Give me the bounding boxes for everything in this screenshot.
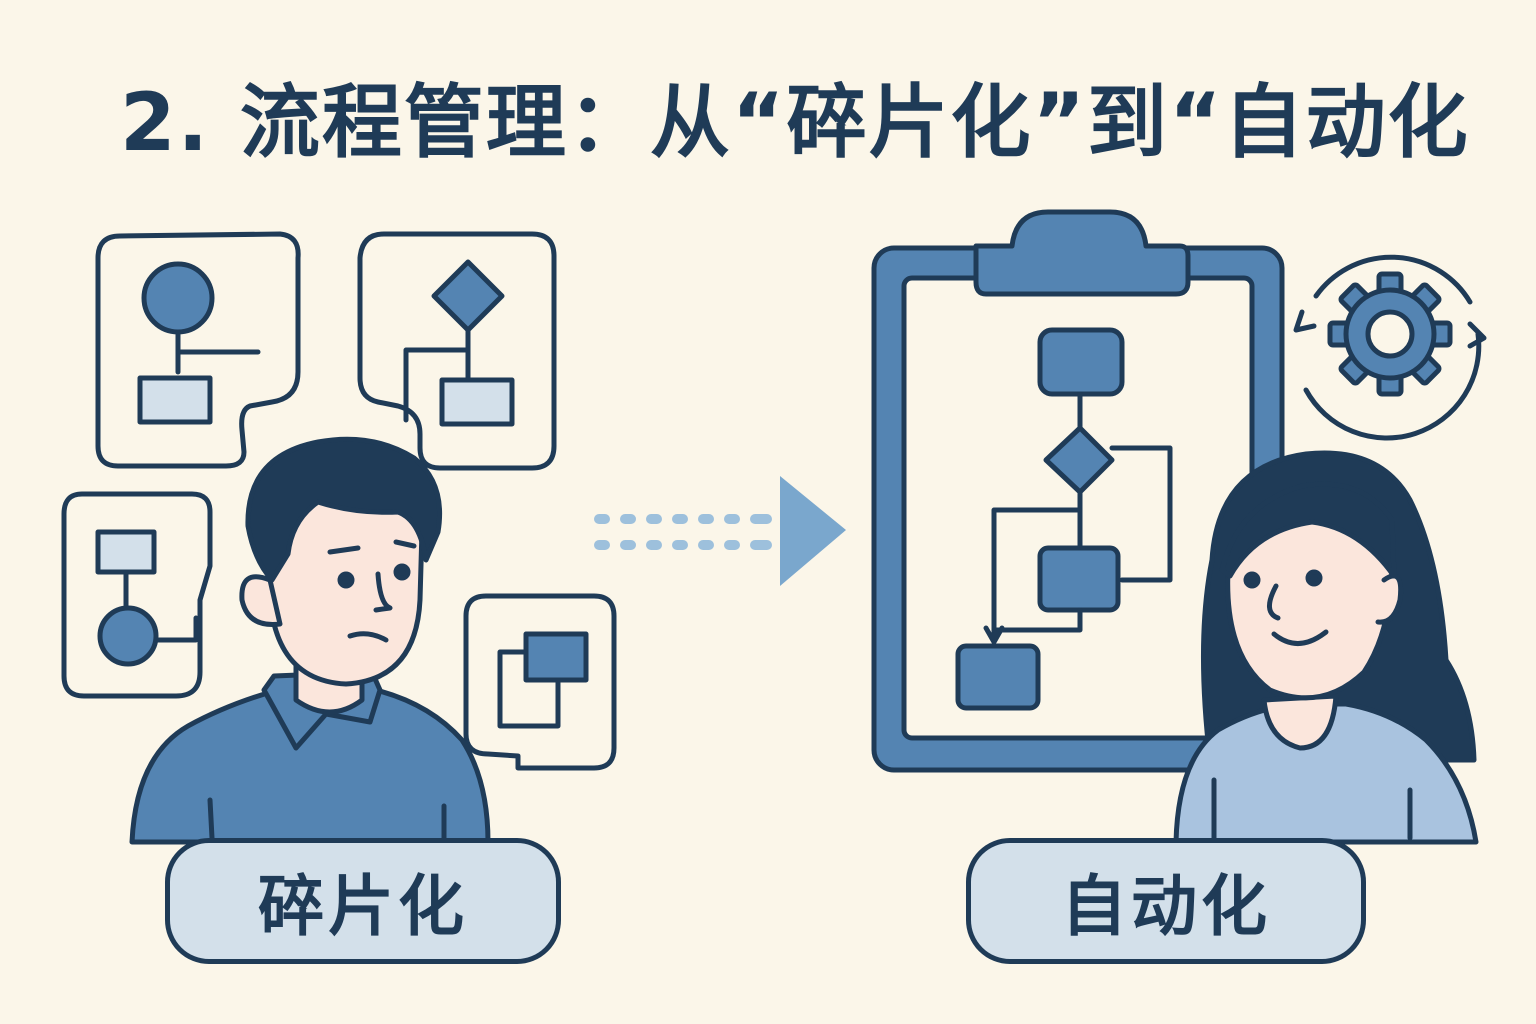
gear-cycle-icon (1293, 254, 1487, 441)
worried-man-icon (129, 436, 491, 845)
page-title: 2. 流程管理：从“碎片化”到“自动化 (120, 76, 1470, 169)
arrow-right-icon (594, 476, 846, 586)
flowchart-fragment-icon (61, 491, 213, 699)
flowchart-fragment-icon (95, 231, 301, 469)
automated-label: 自动化 (966, 838, 1366, 964)
flowchart-fragment-icon (463, 593, 617, 771)
flowchart-fragment-icon (357, 231, 557, 471)
clipboard-flowchart-icon (871, 209, 1285, 773)
smiling-woman-icon (1173, 450, 1479, 845)
fragmented-label: 碎片化 (165, 838, 561, 964)
